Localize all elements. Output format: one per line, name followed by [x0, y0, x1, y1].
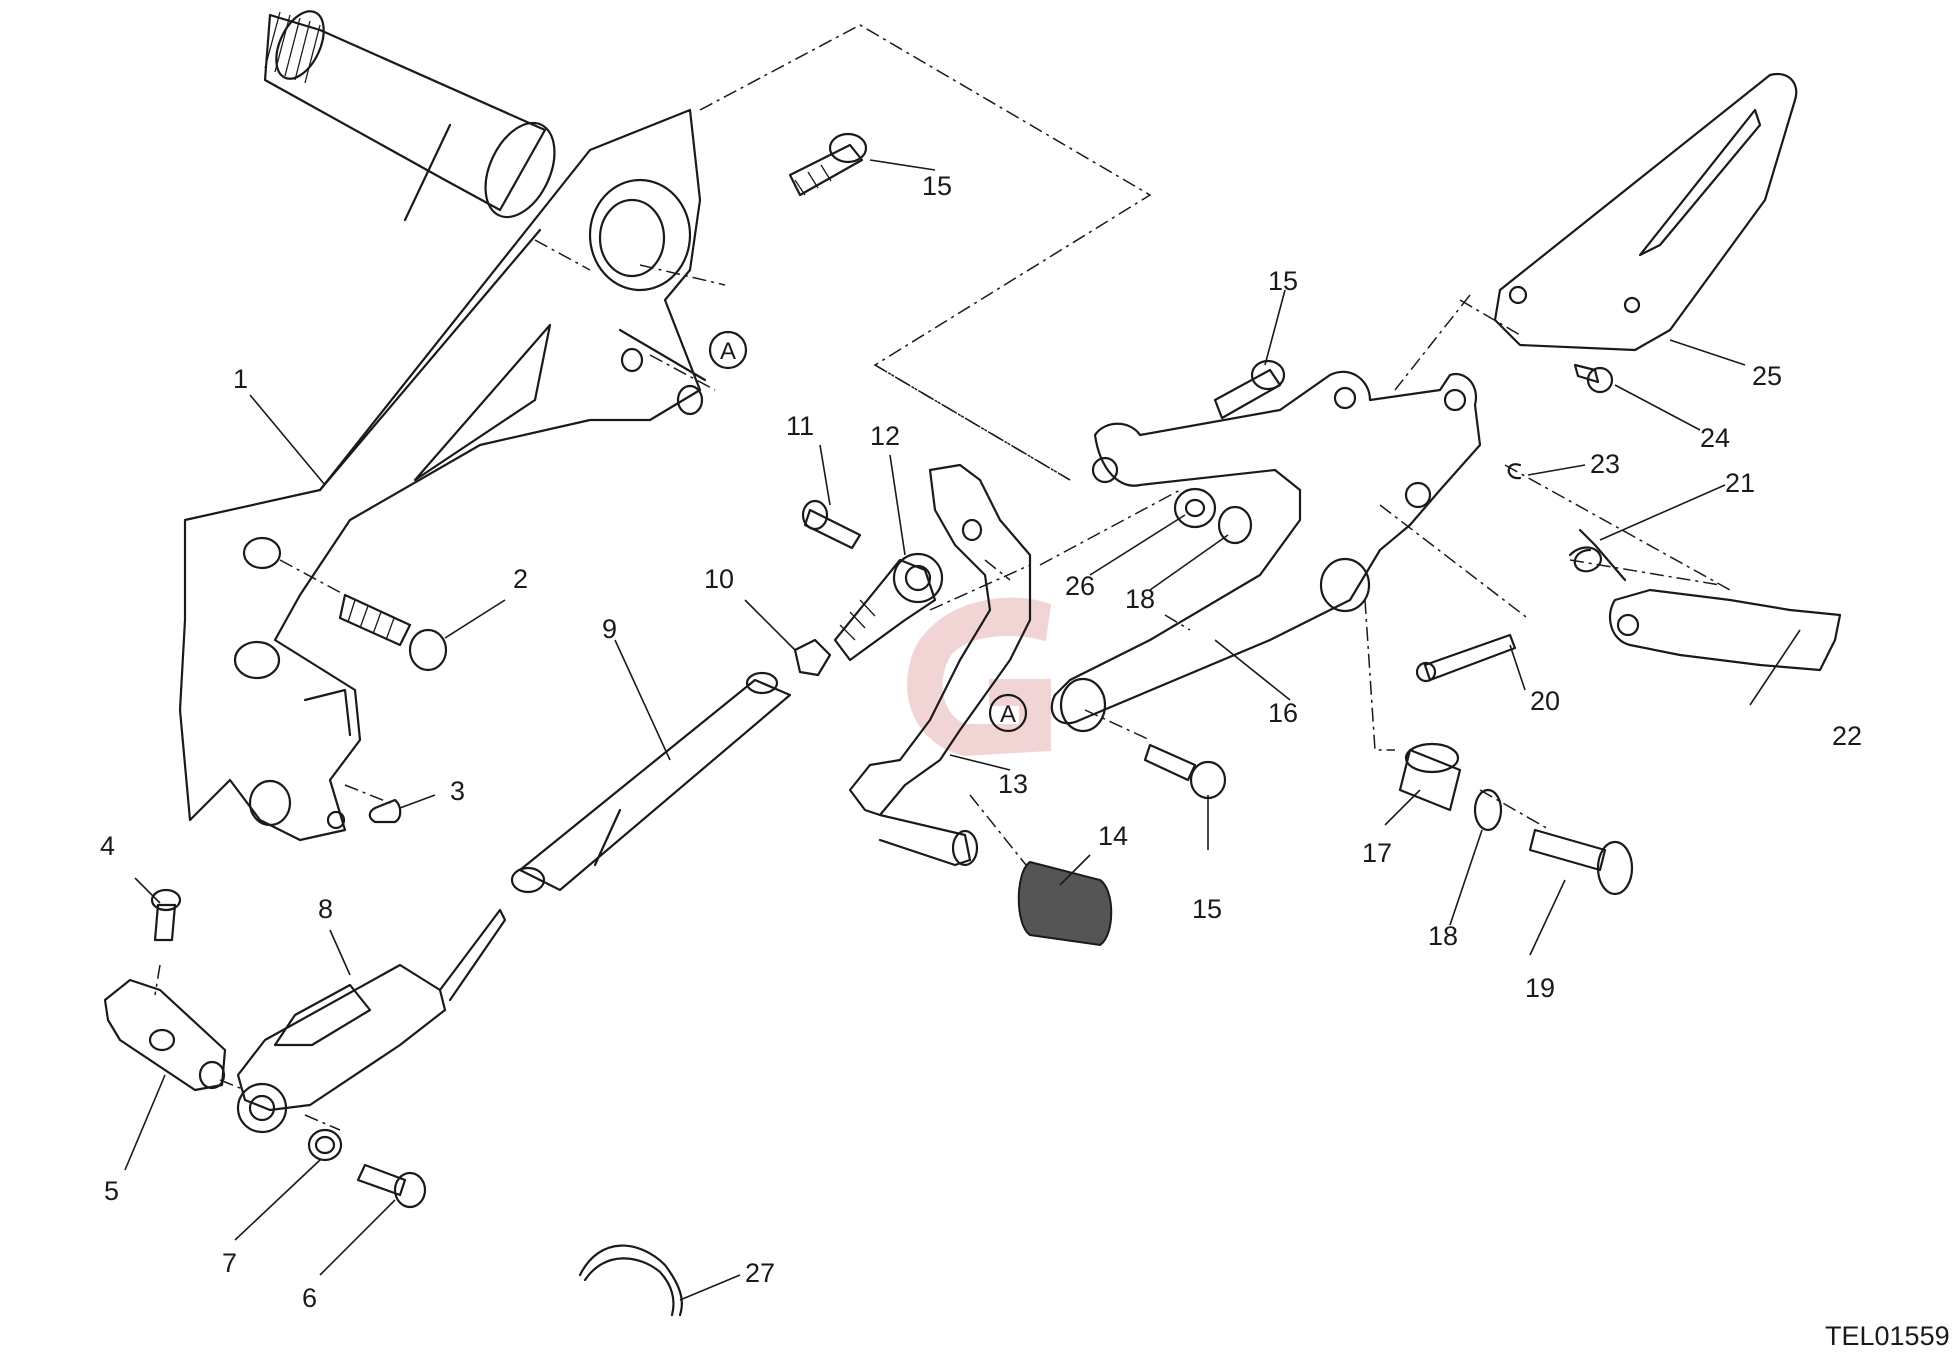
watermark-logo: [907, 597, 1052, 757]
label-part-26: 26: [1065, 571, 1095, 601]
label-part-8: 8: [318, 894, 333, 924]
part-number-labels: 1 2 3 4 5 6 7 8 9 10 11 12 13 14 15 15 1…: [100, 171, 1862, 1313]
label-part-6: 6: [302, 1283, 317, 1313]
label-part-15a: 15: [922, 171, 952, 201]
part-12-rod-end: [833, 552, 944, 662]
part-25-heel-guard: [1493, 72, 1798, 352]
part-5-clamp: [103, 978, 227, 1092]
part-21-spring: [1568, 528, 1627, 582]
label-part-7: 7: [222, 1248, 237, 1278]
label-part-2: 2: [513, 564, 528, 594]
label-part-24: 24: [1700, 423, 1730, 453]
part-6-bolt: [356, 1163, 427, 1209]
part-8-master-cylinder: [236, 908, 507, 1134]
label-part-17: 17: [1362, 838, 1392, 868]
label-part-21: 21: [1725, 468, 1755, 498]
part-22-footpeg: [1608, 588, 1842, 672]
label-part-11: 11: [786, 411, 814, 441]
label-part-19: 19: [1525, 973, 1555, 1003]
label-part-15b: 15: [1268, 266, 1298, 296]
part-15-bolt-top: [788, 132, 868, 197]
part-4-bolt: [150, 888, 182, 942]
part-18-washer-lower: [1473, 788, 1503, 832]
label-part-23: 23: [1590, 449, 1620, 479]
part-16-right-bracket: [1050, 370, 1482, 733]
part-19-bolt: [1528, 828, 1634, 896]
label-part-5: 5: [104, 1176, 119, 1206]
svg-text:A: A: [720, 338, 736, 365]
label-part-4: 4: [100, 831, 115, 861]
label-part-22: 22: [1832, 721, 1862, 751]
peg-cylinder-top: [263, 10, 556, 222]
detail-marker-a-top: A: [708, 330, 748, 370]
label-part-20: 20: [1530, 686, 1560, 716]
label-part-18b: 18: [1428, 921, 1458, 951]
label-part-9: 9: [602, 614, 617, 644]
part-3-plug: [368, 798, 402, 824]
part-27-clip: [578, 1244, 683, 1317]
part-1-bracket: [178, 108, 707, 842]
part-10-nut: [793, 638, 832, 677]
label-part-15c: 15: [1192, 894, 1222, 924]
part-17-bushing: [1398, 742, 1462, 812]
label-part-14: 14: [1098, 821, 1128, 851]
part-15-bolt-right: [1213, 359, 1286, 420]
label-part-10: 10: [704, 564, 734, 594]
label-part-16: 16: [1268, 698, 1298, 728]
part-15-bolt-lower: [1143, 743, 1227, 800]
svg-text:A: A: [1000, 701, 1016, 728]
part-26-washer: [1173, 487, 1217, 529]
part-23-clip: [1507, 463, 1522, 480]
part-9-shift-rod: [510, 671, 792, 894]
label-part-18a: 18: [1125, 584, 1155, 614]
label-part-27: 27: [745, 1258, 775, 1288]
part-20-pin: [1415, 633, 1517, 683]
part-14-pedal-rubber: [1017, 860, 1113, 947]
part-2-bolt: [338, 593, 448, 672]
part-11-bolt: [801, 499, 862, 550]
label-part-3: 3: [450, 776, 465, 806]
label-part-25: 25: [1752, 361, 1782, 391]
part-24-bolt: [1573, 363, 1614, 394]
part-18-washer-upper: [1217, 505, 1253, 545]
drawing-code: TEL01559: [1825, 1321, 1950, 1351]
assembly-guide-lines: [154, 24, 1731, 1131]
label-part-1: 1: [233, 364, 248, 394]
label-part-12: 12: [870, 421, 900, 451]
leader-lines: [124, 159, 1801, 1301]
detail-marker-a-mid: A: [988, 693, 1028, 733]
part-13-shift-lever: [848, 463, 1032, 867]
label-part-13: 13: [998, 769, 1028, 799]
part-7-washer: [307, 1128, 343, 1162]
